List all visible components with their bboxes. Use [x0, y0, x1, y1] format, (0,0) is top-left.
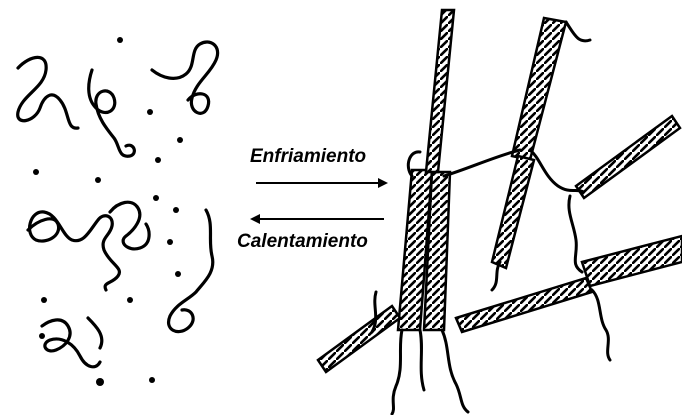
helix-middle — [512, 18, 566, 160]
helix-network-group — [318, 10, 682, 414]
coil-8 — [88, 318, 102, 348]
coil-7 — [42, 320, 100, 367]
helix-right-upper — [576, 116, 680, 198]
coil-4 — [28, 212, 119, 290]
transition-arrows — [250, 178, 388, 224]
solvent-dots-group — [33, 37, 183, 386]
coil-2 — [89, 70, 135, 156]
coil-1 — [18, 57, 78, 128]
cooling-label: Enfriamiento — [250, 146, 366, 168]
random-coils-group — [18, 42, 218, 367]
heating-label: Calentamiento — [237, 231, 368, 253]
coil-6 — [169, 210, 213, 332]
arrow-reverse-head — [250, 214, 260, 224]
helix-right-lower — [582, 236, 682, 286]
helix-bottom-left — [318, 306, 400, 372]
arrow-forward-head — [378, 178, 388, 188]
helix-strand-top — [426, 10, 454, 172]
coil-5 — [110, 202, 149, 249]
helix-middle-lower — [492, 156, 534, 268]
helix-lower — [456, 278, 592, 332]
coil-3 — [152, 42, 218, 113]
